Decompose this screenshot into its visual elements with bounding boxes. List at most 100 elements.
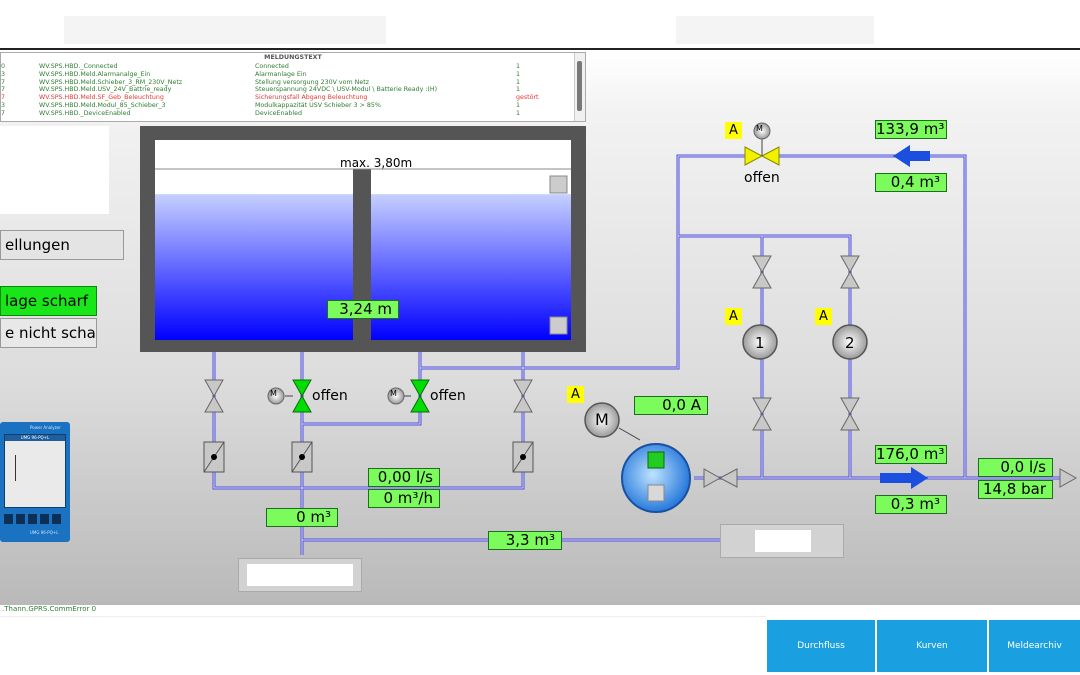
auto-tag-top: A [725, 122, 742, 139]
power-analyzer[interactable]: Power Analyzer UMG 96-PQ+L UMG 96-PQ+L [0, 422, 70, 542]
alarm-row-num: 0 [1, 63, 6, 70]
pumps [742, 324, 868, 360]
tank-max-label: max. 3,80m [340, 156, 413, 170]
alarm-log[interactable]: MELDUNGSTEXT 0 WV.SPS.HBD._Connected Conne… [0, 52, 586, 122]
analyzer-footer: UMG 96-PQ+L [30, 530, 59, 535]
alarm-row-num: 7 [1, 109, 6, 117]
alarm-row-num: 7 [1, 78, 6, 86]
motor-symbol-2: M [390, 389, 397, 398]
display-left [238, 558, 362, 592]
alarm-row-num: 3 [1, 70, 6, 78]
outlet-total-value: 0 m³ [266, 508, 338, 527]
alarm-not-armed-button[interactable]: e nicht scharf [0, 318, 97, 348]
water-level-left [155, 194, 353, 340]
status-line: .Thann.GPRS.CommError 0 [2, 605, 97, 613]
motor-symbol-top: M [756, 124, 763, 133]
alarm-row-value: gestört [516, 94, 539, 102]
alarm-row-tag: WV.SPS.HBD.Meld.SF_Geb_Beleuchtung [39, 94, 164, 102]
nav-durchfluss-button[interactable]: Durchfluss [767, 620, 875, 672]
alarm-row-tag: WV.SPS.HBD.Meld.USV_24V_Battrie_ready [39, 86, 172, 94]
alarm-row-num: 7 [1, 94, 6, 102]
alarm-row-tag: WV.SPS.HBD._DeviceEnabled [39, 109, 131, 117]
analyzer-screen: UMG 96-PQ+L [4, 434, 66, 508]
alarm-row[interactable]: 7 WV.SPS.HBD.Meld.SF_Geb_Beleuchtung Siche… [1, 94, 585, 102]
top-motor-valve [744, 146, 780, 166]
top-small-value: 0,4 m³ [875, 173, 947, 192]
alarm-row-tag: WV.SPS.HBD._Connected [39, 63, 118, 70]
alarm-row-value: 1 [516, 86, 521, 94]
power-analyzer-title: Power Analyzer [30, 425, 61, 430]
alarm-row-num: 7 [1, 86, 6, 94]
water-level-right [371, 194, 571, 340]
alarm-log-header: MELDUNGSTEXT [264, 54, 322, 61]
alarm-row[interactable]: 7 WV.SPS.HBD._DeviceEnabled DeviceEnabled 1 [1, 110, 585, 118]
top-total-value: 133,9 m³ [875, 120, 947, 139]
display-right [720, 524, 844, 558]
analyzer-screen-title: UMG 96-PQ+L [5, 435, 65, 441]
settings-button[interactable]: ellungen [0, 230, 124, 260]
pump-1-label: 1 [755, 334, 765, 352]
pump-run-indicator [647, 451, 665, 469]
auto-tag-pump-2: A [815, 308, 832, 325]
flow-arrow-right [880, 467, 928, 489]
motor-valves [292, 379, 430, 413]
net-pressure-value: 14,8 bar [978, 480, 1053, 499]
alarm-row-value: 1 [516, 109, 521, 117]
top-valve-state: offen [744, 170, 780, 186]
motor-symbol-1: M [270, 389, 277, 398]
motor-current-value: 0,0 A [634, 396, 708, 415]
alarm-row[interactable]: 3 WV.SPS.HBD.Meld.Alarmanalge_Ein Alarmanl… [1, 71, 585, 79]
alarm-row-value: 1 [516, 70, 521, 78]
auto-tag-booster: A [567, 386, 584, 403]
alarm-row[interactable]: 3 WV.SPS.HBD.Meld.Modul_85_Schieber_3 Modu… [1, 102, 585, 110]
valve-2-state: offen [430, 388, 466, 404]
alarm-armed-button[interactable]: lage scharf [0, 286, 97, 316]
scroll-thumb[interactable] [577, 61, 582, 111]
manual-valves [204, 255, 1078, 488]
motor-symbol-pump: M [595, 410, 609, 429]
tank-indicator-top [549, 175, 568, 194]
bypass-total-value: 3,3 m³ [488, 531, 562, 550]
left-white-panel [0, 126, 109, 214]
alarm-row-value: 1 [516, 101, 521, 109]
pump-stop-indicator [647, 484, 665, 502]
alarm-row-value: 1 [516, 78, 521, 86]
tank-indicator-bottom [549, 316, 568, 335]
alarm-log-scrollbar[interactable] [574, 53, 585, 121]
alarm-row-tag: WV.SPS.HBD.Meld.Alarmanalge_Ein [39, 70, 151, 78]
bottom-white-area [0, 616, 766, 673]
outlet-rate-value: 0 m³/h [368, 489, 440, 508]
alarm-row-value: 1 [516, 63, 521, 70]
alarm-row-text: Alarmanlage Ein [255, 70, 307, 78]
net-flow-value: 0,0 l/s [978, 458, 1053, 477]
alarm-row[interactable]: 7 WV.SPS.HBD.Meld.Schieber_3_RM_230V_Netz… [1, 79, 585, 87]
main-total-value: 176,0 m³ [875, 445, 947, 464]
motor-symbols [267, 122, 771, 405]
alarm-row-text: Modulkappazität USV Schieber 3 > 85% [255, 101, 381, 109]
tank-level-value: 3,24 m [327, 300, 399, 319]
top-bar [0, 0, 1080, 50]
nav-kurven-button[interactable]: Kurven [877, 620, 987, 672]
alarm-row-tag: WV.SPS.HBD.Meld.Modul_85_Schieber_3 [39, 101, 166, 109]
outlet-flow-value: 0,00 l/s [368, 468, 440, 487]
main-small-value: 0,3 m³ [875, 495, 947, 514]
pump-motor [584, 402, 620, 438]
alarm-row[interactable]: 0 WV.SPS.HBD._Connected Connected 1 [1, 63, 585, 71]
nav-meldearchiv-button[interactable]: Meldearchiv [989, 620, 1080, 672]
check-valves [203, 441, 534, 473]
valve-1-state: offen [312, 388, 348, 404]
flow-arrow-left [893, 145, 930, 167]
alarm-row-tag: WV.SPS.HBD.Meld.Schieber_3_RM_230V_Netz [39, 78, 183, 86]
auto-tag-pump-1: A [725, 308, 742, 325]
booster-pump [621, 443, 691, 513]
top-field-right [676, 16, 874, 44]
alarm-row-text: Stellung versorgung 230V vom Netz [255, 78, 369, 86]
alarm-row-num: 3 [1, 101, 6, 109]
pump-2-label: 2 [845, 334, 855, 352]
analyzer-keys[interactable] [4, 514, 64, 526]
alarm-row-text: DeviceEnabled [255, 109, 302, 117]
alarm-row-text: Sicherungsfall Abgang Beleuchtung [255, 94, 368, 102]
alarm-row-text: Connected [255, 63, 289, 70]
